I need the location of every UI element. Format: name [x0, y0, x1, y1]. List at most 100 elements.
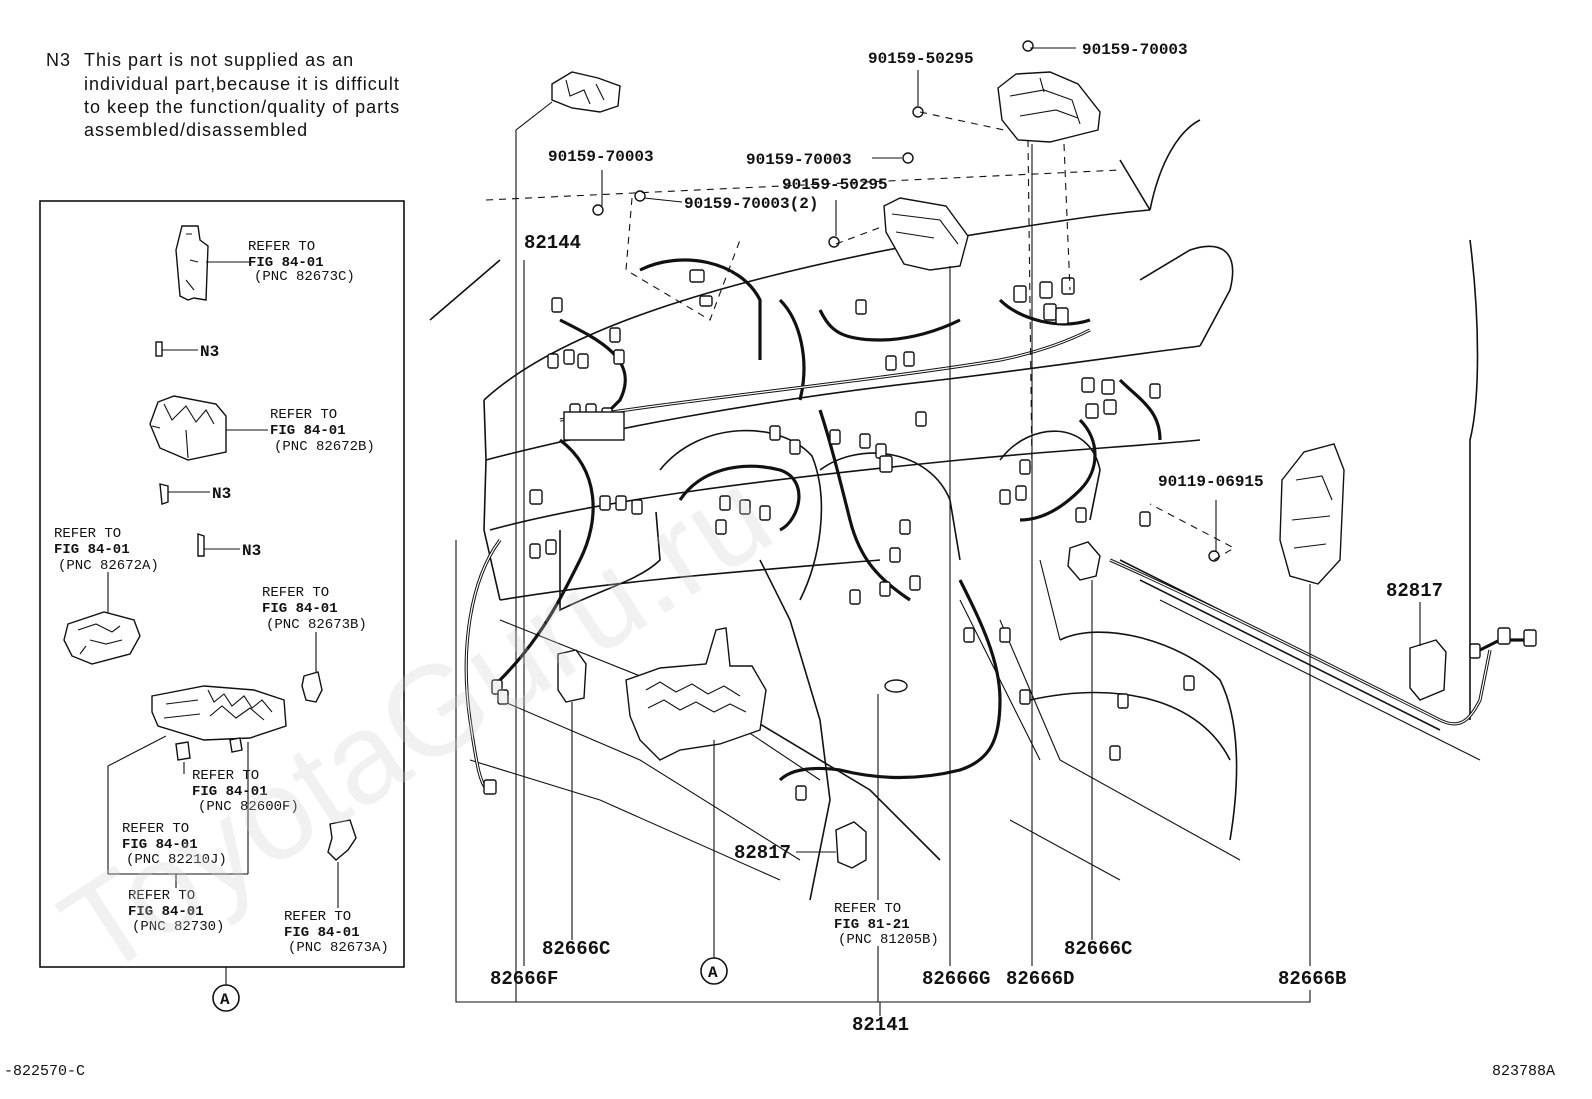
- inset-circle-a-label: A: [220, 991, 230, 1009]
- ref-7-line3: (PNC 82730): [132, 919, 224, 935]
- relay-82600f-icon: [175, 741, 191, 761]
- note-line-1: This part is not supplied as an: [84, 50, 354, 70]
- ref-1-line1: REFER TO: [248, 239, 315, 255]
- ref-fig-81-21-line1: REFER TO: [834, 901, 901, 917]
- connectors: [483, 269, 1537, 801]
- ref-3-line2: FIG 84-01: [54, 542, 130, 558]
- clip-82673b: REFER TO FIG 84-01 (PNC 82673B): [262, 585, 367, 703]
- connector-icon: [915, 411, 927, 427]
- relay-bracket-82673c: REFER TO FIG 84-01 (PNC 82673C): [175, 225, 355, 301]
- connector-icon: [1085, 403, 1099, 419]
- connector-icon: [545, 539, 557, 555]
- bracket-icon: [883, 197, 969, 271]
- ref-2-line3: (PNC 82672B): [274, 439, 375, 455]
- connector-icon: [1081, 377, 1095, 393]
- label-90159-50295-mid: 90159-50295: [782, 176, 888, 194]
- connector-icon: [1523, 629, 1537, 647]
- relay-icon: [63, 611, 141, 665]
- ref-4-line3: (PNC 82673B): [266, 617, 367, 633]
- connector-icon: [889, 547, 901, 563]
- connector-icon: [903, 351, 915, 367]
- ref-6-line3: (PNC 82210J): [126, 852, 227, 868]
- connector-icon: [1183, 675, 1195, 691]
- connector-icon: [795, 785, 807, 801]
- label-82144: 82144: [524, 232, 581, 254]
- connector-icon: [631, 499, 643, 515]
- connector-icon: [547, 353, 559, 369]
- connector-icon: [849, 589, 861, 605]
- label-82666d: 82666D: [1006, 968, 1074, 990]
- connector-icon: [1469, 643, 1481, 659]
- connector-icon: [615, 495, 627, 511]
- fuse-box-icon: [997, 71, 1101, 143]
- note-code: N3: [46, 50, 71, 70]
- connector-icon: [1019, 459, 1031, 475]
- ref-8-line1: REFER TO: [284, 909, 351, 925]
- inset-panel: A REFER TO FIG 84-01 (PNC 82673C) N3 REF…: [39, 200, 405, 1012]
- connector-icon: [855, 299, 867, 315]
- circle-a-main: [700, 957, 728, 985]
- connector-icon: [1013, 285, 1027, 303]
- connector-icon: [483, 779, 497, 795]
- label-82666f: 82666F: [490, 968, 558, 990]
- connector-icon: [885, 355, 897, 371]
- label-90159-70003-mid: 90159-70003: [746, 151, 852, 169]
- note-line-3: to keep the function/quality of parts: [84, 97, 400, 117]
- junction-block-icon: [151, 685, 287, 741]
- dashed-guides: [485, 111, 1236, 561]
- bracket-82666c-icon: [557, 649, 587, 703]
- bracket-part-icon: [175, 225, 209, 301]
- inset-circle-a: [212, 984, 240, 1012]
- connector-icon: [1061, 277, 1075, 295]
- connector-icon: [1101, 379, 1115, 395]
- ref-3-line3: (PNC 82672A): [58, 558, 159, 574]
- ref-5-line3: (PNC 82600F): [198, 799, 299, 815]
- connector-icon: [715, 519, 727, 535]
- ref-2-line2: FIG 84-01: [270, 423, 346, 439]
- screw-icon: [1022, 40, 1034, 52]
- connector-icon: [719, 495, 731, 511]
- label-90159-70003-left: 90159-70003: [548, 148, 654, 166]
- connector-icon: [1015, 485, 1027, 501]
- connector-icon: [829, 429, 841, 445]
- n3-label-1: N3: [200, 343, 219, 361]
- clip-82817-icon: [835, 821, 867, 869]
- connector-icon: [613, 349, 625, 365]
- ref-7-line1: REFER TO: [128, 888, 195, 904]
- connector-icon: [563, 349, 575, 365]
- ref-6-line2: FIG 84-01: [122, 837, 198, 853]
- connector-icon: [1103, 399, 1117, 415]
- note-line-4: assembled/disassembled: [84, 120, 308, 140]
- label-82666c-left: 82666C: [542, 938, 610, 960]
- bracket-82673a: REFER TO FIG 84-01 (PNC 82673A): [284, 819, 389, 956]
- connector-icon: [689, 269, 705, 283]
- connector-icon: [599, 495, 611, 511]
- right-bracket-icon: [1279, 443, 1345, 585]
- ref-2-line1: REFER TO: [270, 407, 337, 423]
- connector-icon: [529, 489, 543, 505]
- connector-icon: [609, 327, 621, 343]
- clip-bracket-icon: [551, 71, 621, 113]
- ref-fig-81-21-line3: (PNC 81205B): [838, 932, 939, 948]
- connector-icon: [1109, 745, 1121, 761]
- ref-1-line3: (PNC 82673C): [254, 269, 355, 285]
- wire-harness: [464, 258, 1530, 792]
- n3-label-2: N3: [212, 485, 231, 503]
- connector-icon: [1149, 383, 1161, 399]
- connector-icon: [497, 689, 509, 705]
- connector-icon: [1019, 689, 1031, 705]
- ref-5-line1: REFER TO: [192, 768, 259, 784]
- ref-7-line2: FIG 84-01: [128, 904, 204, 920]
- label-90159-50295-top: 90159-50295: [868, 50, 974, 68]
- relay-82672a: REFER TO FIG 84-01 (PNC 82672A): [54, 526, 159, 665]
- connector-icon: [759, 505, 771, 521]
- leader-lines: [455, 47, 1421, 1016]
- footer-right-code: 823788A: [1492, 1063, 1555, 1080]
- connector-icon: [1497, 627, 1511, 645]
- ref-4-line1: REFER TO: [262, 585, 329, 601]
- ref-8-line2: FIG 84-01: [284, 925, 360, 941]
- connector-icon: [1039, 281, 1053, 299]
- grommet-icon: [884, 679, 908, 693]
- note-line-2: individual part,because it is difficult: [84, 74, 400, 94]
- ref-3-line1: REFER TO: [54, 526, 121, 542]
